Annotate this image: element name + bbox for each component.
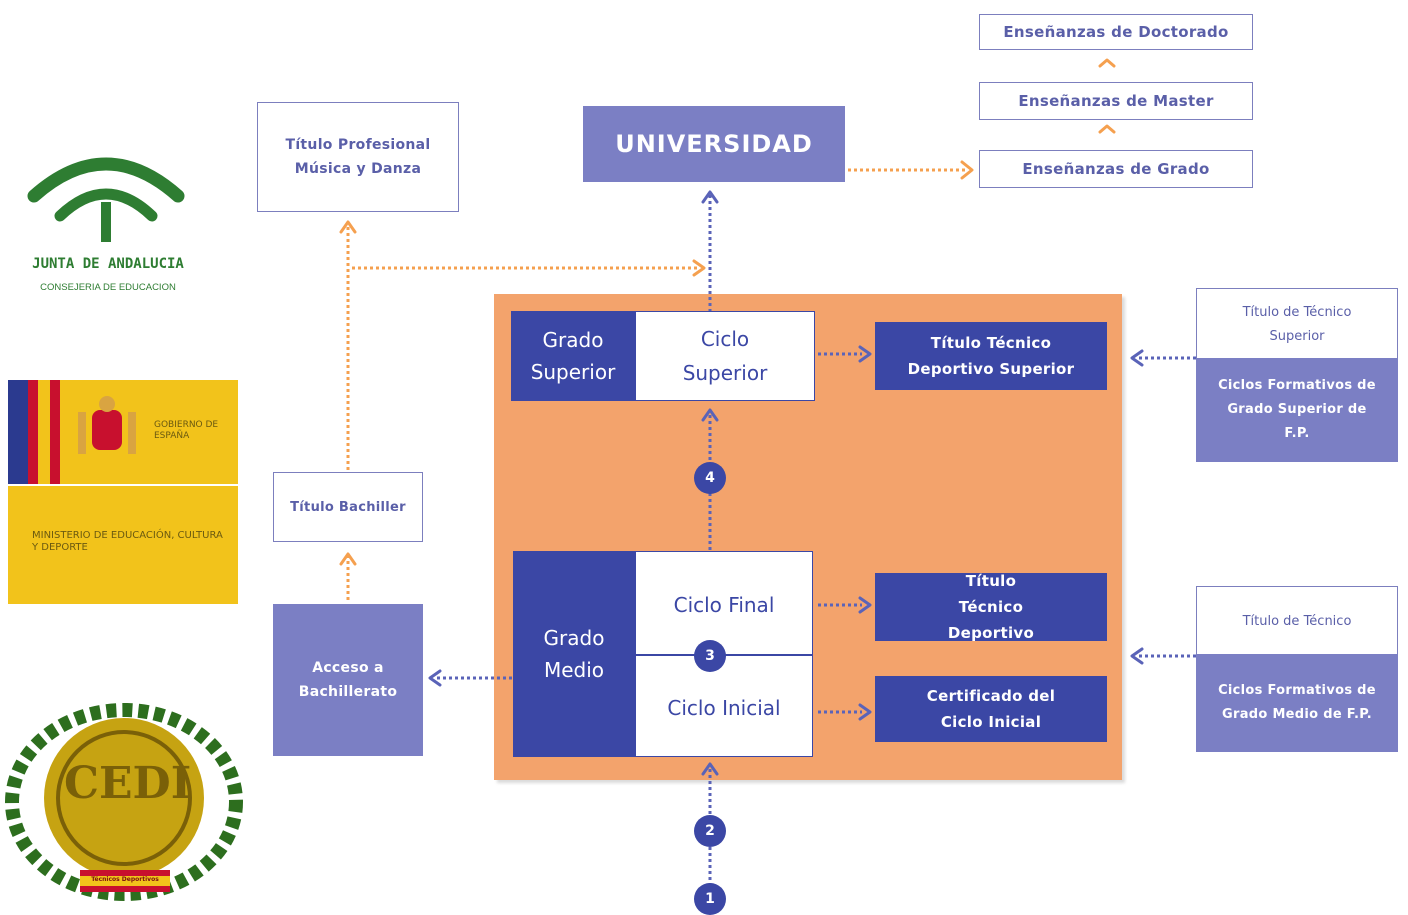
spain-flag-red [28, 380, 38, 484]
cedi-letters: CEDI [64, 758, 192, 809]
ciclos-grado-medio-box: Ciclos Formativos de Grado Medio de F.P. [1196, 654, 1398, 752]
ensenanzas-grado-box: Enseñanzas de Grado [979, 150, 1253, 188]
junta-andalucia-logo: JUNTA DE ANDALUCIA CONSEJERIA DE EDUCACI… [27, 140, 188, 300]
grado-medio-cycles [635, 551, 813, 757]
ciclo-superior-box: Ciclo Superior [635, 311, 815, 401]
universidad-box: UNIVERSIDAD [583, 106, 845, 182]
step-marker-2: 2 [694, 815, 726, 847]
coat-of-arms-icon [70, 394, 144, 468]
grado-medio-label: Grado Medio [513, 551, 635, 757]
junta-name: JUNTA DE ANDALUCIA [32, 256, 184, 272]
eu-flag-strip [8, 380, 28, 484]
ensenanzas-master-box: Enseñanzas de Master [979, 82, 1253, 120]
titulo-tecnico-deportivo-superior-box: Título Técnico Deportivo Superior [875, 322, 1107, 390]
junta-subtitle: CONSEJERIA DE EDUCACION [40, 282, 176, 293]
step-number: 1 [705, 891, 715, 907]
acceso-bachillerato-box: Acceso a Bachillerato [273, 604, 423, 756]
ministerio-text: MINISTERIO DE EDUCACIÓN, CULTURA Y DEPOR… [32, 530, 223, 553]
gobierno-text: GOBIERNO DE ESPAÑA [154, 420, 219, 441]
certificado-ciclo-inicial-box: Certificado del Ciclo Inicial [875, 676, 1107, 742]
ciclos-grado-superior-box: Ciclos Formativos de Grado Superior de F… [1196, 358, 1398, 462]
titulo-tecnico-superior-box: Título de Técnico Superior [1196, 288, 1398, 360]
ciclo-final-label: Ciclo Final [673, 593, 775, 617]
step-number: 2 [705, 823, 715, 839]
step-number: 3 [705, 648, 715, 664]
titulo-tecnico-deportivo-box: Título Técnico Deportivo [875, 572, 1107, 642]
cedi-logo: CEDI Técnicos Deportivos [5, 703, 243, 906]
ciclo-inicial-label: Ciclo Inicial [667, 696, 781, 720]
step-marker-1: 1 [694, 883, 726, 915]
ensenanzas-doctorado-box: Enseñanzas de Doctorado [979, 14, 1253, 50]
ministerio-panel [8, 486, 238, 604]
titulo-profesional-box: Título Profesional Música y Danza [257, 102, 459, 212]
ministerio-logo: GOBIERNO DE ESPAÑA MINISTERIO DE EDUCACI… [8, 380, 238, 604]
step-number: 4 [705, 470, 715, 486]
titulo-bachiller-box: Título Bachiller [273, 472, 423, 542]
step-marker-3: 3 [694, 640, 726, 672]
cedi-banner: Técnicos Deportivos [91, 876, 159, 883]
grado-superior-label: Grado Superior [511, 311, 635, 401]
junta-arches-icon [27, 157, 185, 242]
step-marker-4: 4 [694, 462, 726, 494]
titulo-tecnico-box: Título de Técnico [1196, 586, 1398, 656]
